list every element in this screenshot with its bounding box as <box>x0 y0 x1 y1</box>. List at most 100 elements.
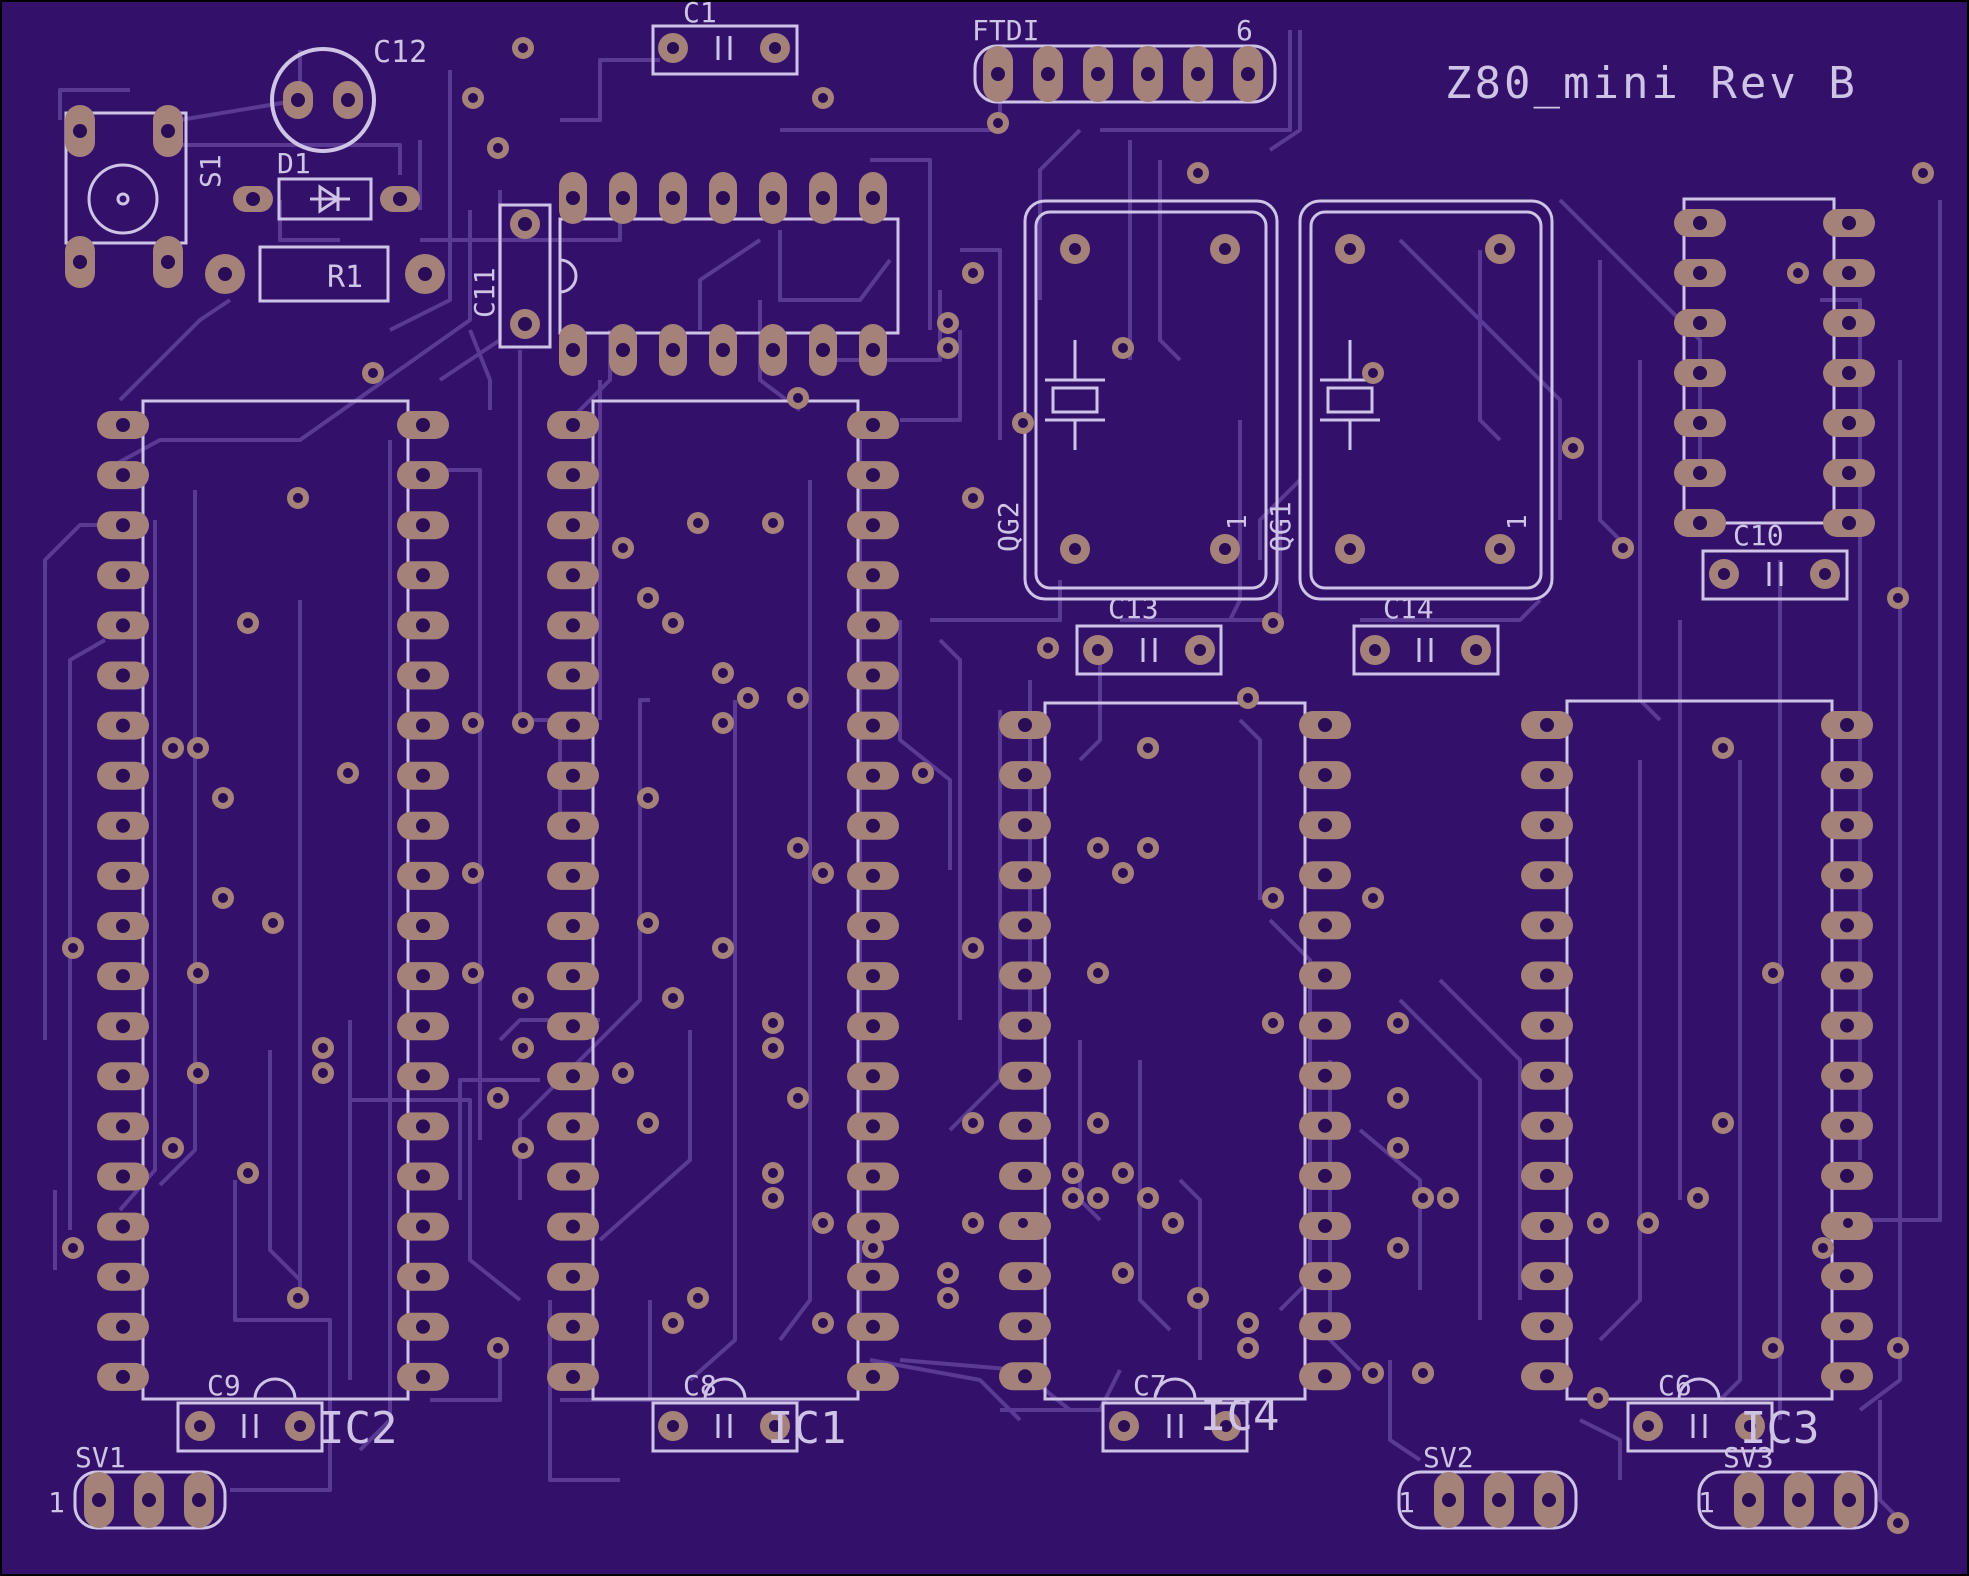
trace <box>43 523 105 1040</box>
via <box>1362 1362 1384 1384</box>
c14-outline <box>1352 624 1500 676</box>
ic2-pin <box>97 861 149 890</box>
pad-drill <box>1318 868 1332 883</box>
via-drill <box>1693 1193 1703 1203</box>
ic3-pin <box>1521 711 1573 739</box>
via <box>912 762 934 784</box>
via-drill <box>818 93 828 103</box>
via <box>312 1062 334 1084</box>
trace <box>158 490 197 1187</box>
ic5-pin <box>1823 459 1875 487</box>
via-drill <box>1068 1193 1078 1203</box>
s1-pin <box>65 105 95 157</box>
pad-drill <box>1540 1219 1554 1233</box>
pad-drill <box>1241 67 1255 81</box>
ic1-pin <box>847 461 899 490</box>
ic2-pin <box>97 461 149 490</box>
via-drill <box>768 1168 778 1178</box>
via-drill <box>793 693 803 703</box>
pad-drill <box>246 192 260 206</box>
ic2-pin <box>397 1262 449 1291</box>
ic4-pin <box>999 861 1051 890</box>
cap-pad-drill <box>769 42 781 54</box>
board-title: Z80_mini Rev B <box>1445 58 1858 109</box>
trace <box>930 580 1062 622</box>
via <box>1112 862 1134 884</box>
pad-drill <box>393 192 407 206</box>
via <box>737 687 759 709</box>
label-sv1-pin1: 1 <box>48 1486 65 1519</box>
ftdi-pin <box>1133 46 1163 102</box>
via-drill <box>968 1118 978 1128</box>
pad-drill <box>1141 67 1155 81</box>
ic2-pin <box>97 561 149 590</box>
via-drill <box>1618 543 1628 553</box>
pad-drill <box>1693 216 1707 230</box>
via-drill <box>1268 618 1278 628</box>
pad-drill <box>866 618 880 633</box>
via <box>512 712 534 734</box>
via-drill <box>1093 1193 1103 1203</box>
via <box>287 487 309 509</box>
pad-drill <box>1842 516 1856 530</box>
ic1-pin <box>847 861 899 890</box>
label-sv3: SV3 <box>1723 1441 1774 1474</box>
via <box>512 37 534 59</box>
via <box>462 712 484 734</box>
trace <box>598 1030 692 1242</box>
label-qg1: QG1 <box>1264 501 1297 552</box>
via <box>1137 737 1159 759</box>
label-c12: C12 <box>373 35 427 70</box>
via-drill <box>643 1118 653 1128</box>
via-drill <box>1243 1318 1253 1328</box>
via-drill <box>818 1218 828 1228</box>
pad-drill <box>566 518 580 533</box>
pad-drill <box>1018 818 1032 833</box>
pad-drill <box>1318 768 1332 783</box>
ic2-pin <box>397 1312 449 1341</box>
via-drill <box>643 793 653 803</box>
pad-drill <box>616 191 630 205</box>
c8-outline <box>651 1401 799 1453</box>
via-drill <box>943 318 953 328</box>
ic4-pin <box>999 761 1051 790</box>
ic6-pin <box>759 172 787 224</box>
pad-drill <box>1840 868 1854 883</box>
via <box>262 912 284 934</box>
ic1-pin <box>547 561 599 590</box>
ic2-pin <box>97 1012 149 1041</box>
pad-drill <box>1693 316 1707 330</box>
ic1-pin <box>847 912 899 940</box>
ftdi-outline <box>973 44 1277 104</box>
via-drill <box>268 918 278 928</box>
pad-drill <box>1842 216 1856 230</box>
ic4-pin <box>999 1312 1051 1341</box>
via <box>962 1112 984 1134</box>
pad-drill <box>1018 868 1032 883</box>
via-drill <box>793 843 803 853</box>
via-drill <box>643 918 653 928</box>
via-drill <box>1193 168 1203 178</box>
qg2-inner-outline <box>1034 210 1268 590</box>
via <box>637 787 659 809</box>
pad-drill <box>416 1219 430 1234</box>
ic1-pin <box>547 711 599 740</box>
r1-outline <box>258 245 390 303</box>
trace <box>1358 1128 1422 1290</box>
ic1-pin <box>847 1262 899 1291</box>
ic2-pin <box>97 912 149 940</box>
via <box>287 1287 309 1309</box>
pad-drill <box>416 768 430 783</box>
via-drill <box>468 93 478 103</box>
sv1-pin <box>134 1472 164 1528</box>
pad-drill <box>866 718 880 733</box>
trace <box>350 1098 522 1302</box>
pad-drill <box>1191 67 1205 81</box>
via-drill <box>68 943 78 953</box>
via <box>1087 962 1109 984</box>
ic4-pin <box>999 1362 1051 1391</box>
via <box>1712 737 1734 759</box>
via-drill <box>1918 168 1928 178</box>
pad-drill <box>1693 266 1707 280</box>
via <box>1387 1237 1409 1259</box>
